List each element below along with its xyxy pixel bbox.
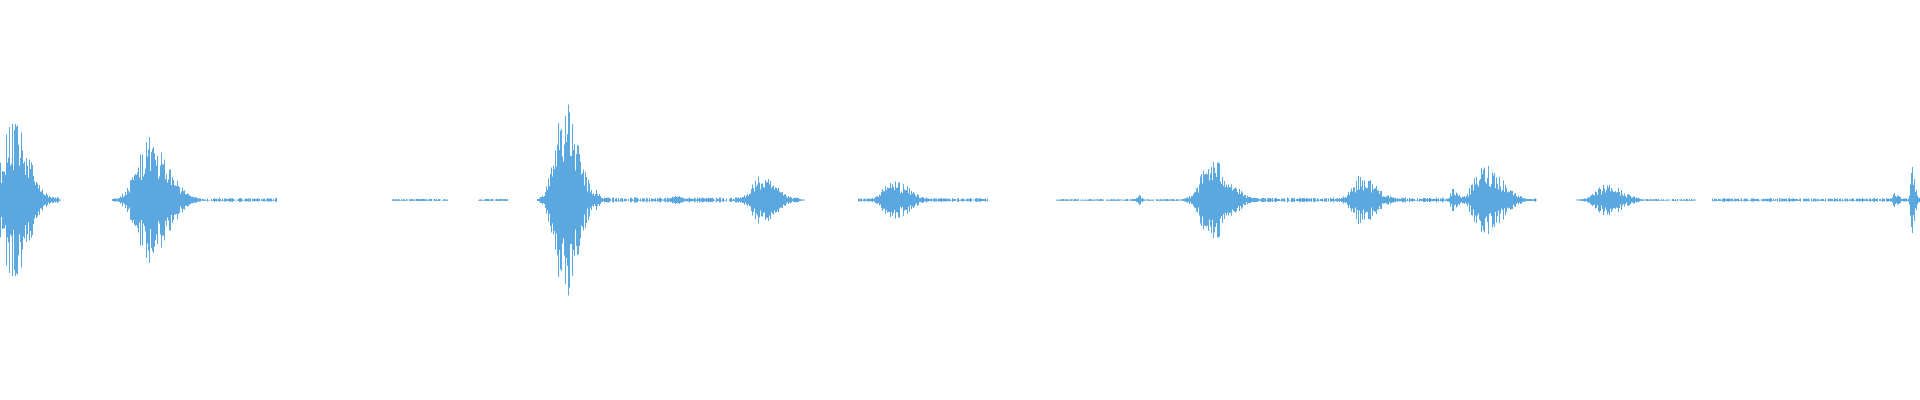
waveform-samples: [0, 104, 1920, 296]
